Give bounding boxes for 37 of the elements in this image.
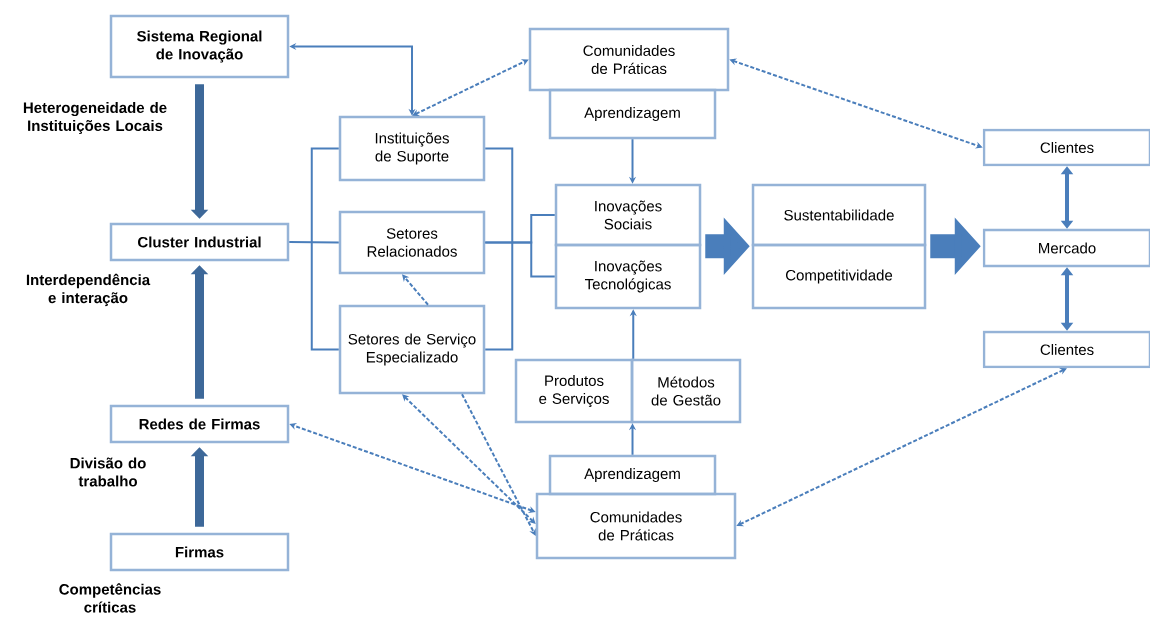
process-box: Aprendizagem — [548, 88, 717, 140]
dashed-arrow — [736, 368, 1067, 527]
connector-line — [310, 147, 340, 351]
process-box: Sustentabilidade — [751, 183, 927, 247]
connector-line — [484, 147, 514, 351]
connector-line — [484, 241, 556, 278]
annotation-text: Competências críticas — [59, 583, 161, 613]
process-box: Comunidades de Práticas — [535, 492, 737, 560]
process-box: Cluster Industrial — [109, 222, 290, 262]
process-box: Setores Relacionados — [338, 210, 486, 275]
process-box: Sistema Regional de Inovação — [109, 14, 290, 79]
process-box: Firmas — [109, 532, 290, 572]
dashed-arrow — [729, 58, 983, 149]
process-box: Aprendizagem — [548, 454, 717, 496]
process-box: Comunidades de Práticas — [528, 27, 730, 92]
process-box: Métodos de Gestão — [630, 358, 742, 424]
dashed-arrow — [402, 394, 536, 524]
process-box: Clientes — [982, 330, 1150, 369]
dashed-arrow — [289, 423, 536, 513]
dashed-arrow — [402, 274, 429, 306]
process-box: Clientes — [982, 128, 1150, 167]
thick-arrow — [1060, 166, 1074, 229]
process-box: Instituições de Suporte — [338, 115, 486, 182]
process-box: Produtos e Serviços — [514, 358, 634, 424]
connector-line — [288, 241, 340, 244]
thick-arrow — [1060, 267, 1074, 331]
annotation-text: Interdependência e interação — [26, 273, 151, 307]
process-box: Competitividade — [751, 243, 927, 310]
process-box: Mercado — [982, 228, 1150, 268]
annotation-text: Heterogeneidade de Instituições Locais — [23, 102, 167, 134]
dashed-arrow — [461, 393, 536, 536]
annotation-text: Divisão do trabalho — [70, 457, 146, 487]
process-box: Redes de Firmas — [109, 404, 290, 444]
process-box: Inovações Tecnológicas — [554, 243, 702, 310]
process-box: Setores de Serviço Especializado — [338, 304, 486, 395]
process-box: Inovações Sociais — [554, 183, 702, 247]
dashed-arrow — [412, 59, 529, 116]
